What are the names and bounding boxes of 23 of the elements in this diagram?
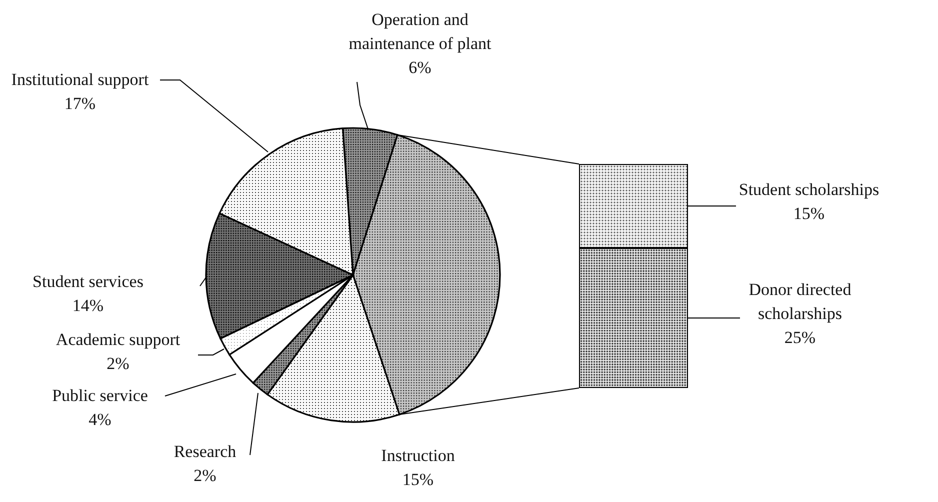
category-label: Institutional support bbox=[11, 69, 149, 91]
category-label: Donor directed scholarships bbox=[748, 279, 852, 325]
value-label: 15% bbox=[402, 469, 434, 491]
category-label: Operation and maintenance of plant bbox=[348, 9, 492, 55]
value-label: 4% bbox=[88, 409, 112, 431]
category-label: Research bbox=[174, 441, 236, 463]
category-label: Instruction bbox=[381, 445, 455, 467]
category-label: Student services bbox=[32, 271, 144, 293]
leader-line bbox=[398, 388, 580, 415]
leader-line bbox=[396, 134, 580, 164]
value-label: 6% bbox=[408, 57, 432, 79]
value-label: 25% bbox=[783, 327, 817, 349]
value-label: 2% bbox=[106, 353, 130, 375]
value-label: 15% bbox=[792, 203, 826, 225]
value-label: 2% bbox=[194, 465, 216, 487]
bar-segment bbox=[579, 164, 688, 248]
category-label: Student scholarships bbox=[738, 179, 880, 201]
value-label: 17% bbox=[64, 93, 96, 115]
category-label: Public service bbox=[52, 385, 148, 407]
pie-slice bbox=[352, 134, 501, 416]
category-label: Academic support bbox=[56, 329, 180, 351]
value-label: 14% bbox=[72, 295, 104, 317]
bar-segment bbox=[579, 248, 688, 388]
